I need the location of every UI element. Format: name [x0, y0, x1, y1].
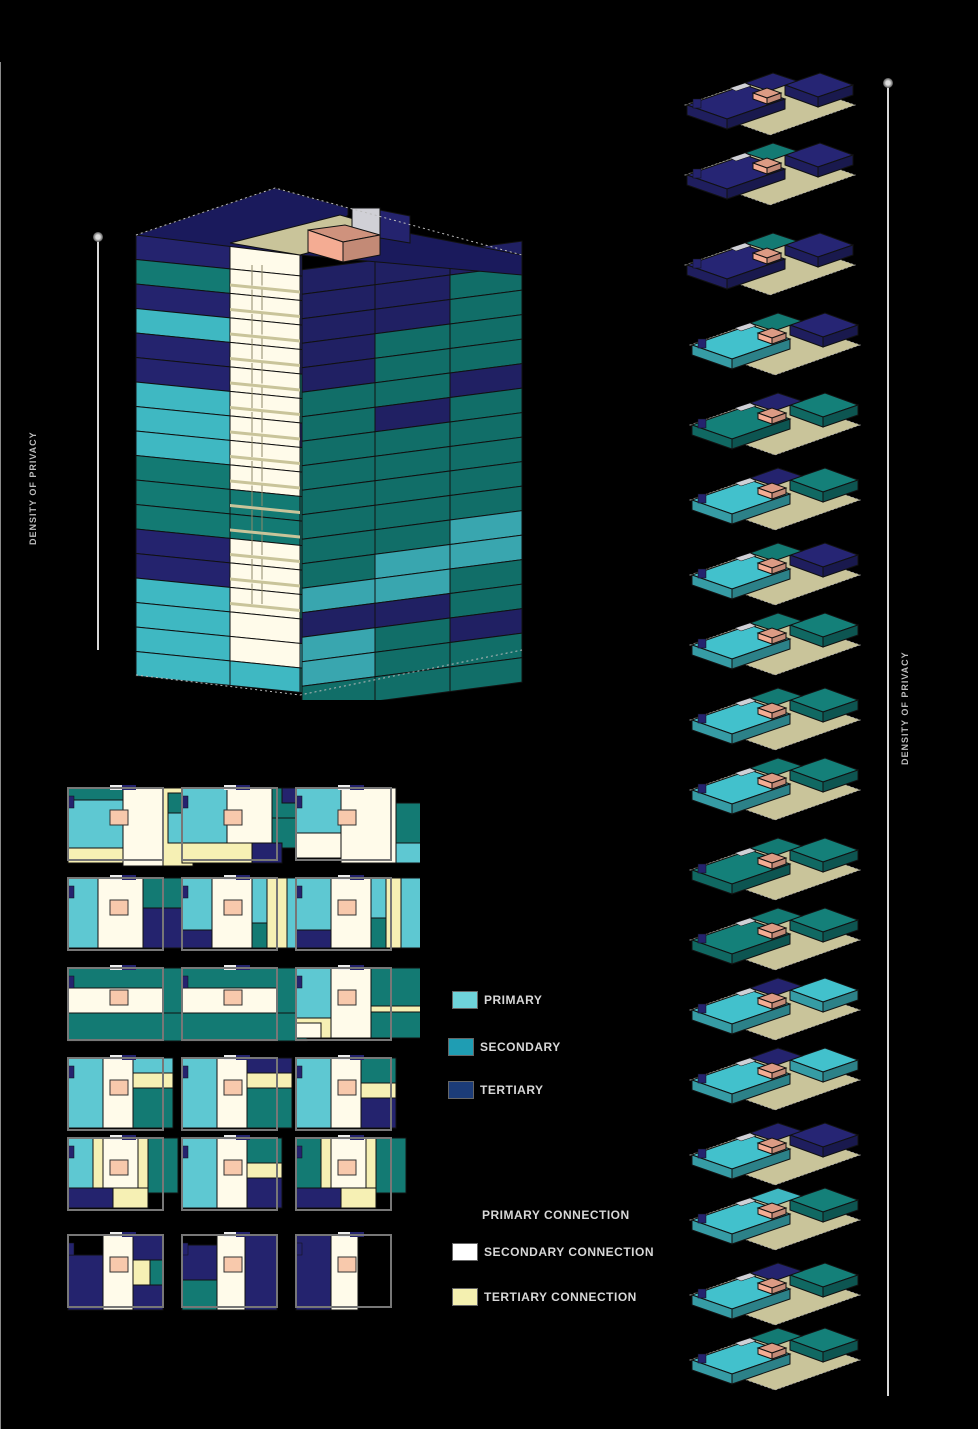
left-axis-label: DENSITY OF PRIVACY — [28, 431, 38, 545]
exploded-floor — [683, 232, 857, 296]
floor-plan — [181, 965, 308, 1042]
exploded-floor — [683, 142, 857, 206]
right-privacy-axis — [883, 78, 893, 1396]
exploded-floor — [688, 312, 862, 376]
legend-item-primary: PRIMARY — [452, 991, 542, 1009]
exploded-floor — [688, 1262, 862, 1326]
legend-item-tertiary: TERTIARY — [448, 1081, 544, 1099]
primary-swatch — [452, 991, 478, 1009]
exploded-floor — [688, 907, 862, 971]
legend-item-primary-connection: PRIMARY CONNECTION — [482, 1208, 630, 1222]
isometric-tower — [130, 180, 540, 700]
floor-plan — [67, 875, 194, 951]
floor-plan — [67, 965, 194, 1042]
floor-plan — [67, 1135, 179, 1211]
exploded-floor — [688, 757, 862, 821]
exploded-floor — [688, 977, 862, 1041]
tower-group — [135, 187, 523, 700]
exploded-floor — [688, 1122, 862, 1186]
exploded-floor — [688, 1047, 862, 1111]
exploded-floor — [683, 72, 857, 136]
tertiary-connection-swatch — [452, 1288, 478, 1306]
floor-plans-grid — [60, 780, 420, 1320]
exploded-floor — [688, 687, 862, 751]
floor-plan — [181, 1135, 283, 1211]
legend-label: SECONDARY — [480, 1040, 561, 1054]
legend-label: PRIMARY — [484, 993, 543, 1007]
right-axis-label: DENSITY OF PRIVACY — [900, 651, 910, 765]
floor-plan — [295, 965, 420, 1041]
axis-tip-icon — [883, 78, 893, 88]
floor-plan — [295, 1232, 392, 1311]
floor-plan — [181, 785, 308, 864]
secondary-connection-swatch — [452, 1243, 478, 1261]
legend-label: PRIMARY CONNECTION — [482, 1208, 630, 1222]
floor-plan — [295, 1135, 407, 1211]
axis-tip-icon — [93, 232, 103, 242]
legend-item-secondary: SECONDARY — [448, 1038, 561, 1056]
exploded-floor-stack — [675, 60, 875, 1400]
page-edge-line — [0, 62, 1, 1429]
legend-label: TERTIARY — [480, 1083, 544, 1097]
floor-plan — [181, 1232, 278, 1311]
legend-item-tertiary-connection: TERTIARY CONNECTION — [452, 1288, 637, 1306]
legend-label: TERTIARY CONNECTION — [484, 1290, 637, 1304]
tertiary-swatch — [448, 1081, 474, 1099]
exploded-floor — [688, 612, 862, 676]
exploded-floor — [688, 392, 862, 456]
exploded-floor — [688, 1187, 862, 1251]
exploded-floor — [688, 467, 862, 531]
floor-plan — [181, 875, 308, 951]
floor-plan — [67, 785, 194, 867]
floor-plan — [181, 1055, 293, 1131]
floor-plan — [295, 875, 420, 951]
floor-plan — [295, 1055, 397, 1131]
exploded-floor — [688, 542, 862, 606]
exploded-floor — [688, 837, 862, 901]
floor-plan — [67, 1232, 164, 1311]
legend-item-secondary-connection: SECONDARY CONNECTION — [452, 1243, 654, 1261]
floor-plan — [67, 1055, 174, 1131]
exploded-floor — [688, 1327, 862, 1391]
secondary-swatch — [448, 1038, 474, 1056]
left-privacy-axis — [93, 232, 103, 650]
floor-plan — [295, 785, 420, 864]
legend-label: SECONDARY CONNECTION — [484, 1245, 655, 1259]
